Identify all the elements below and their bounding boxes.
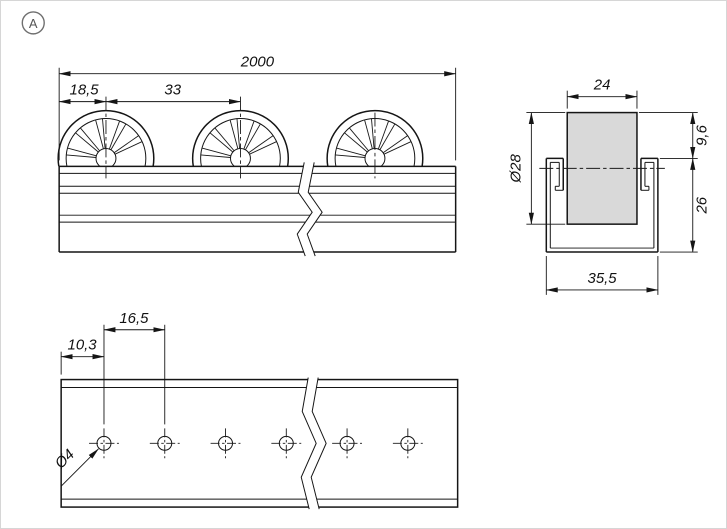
side-view: 2000 18,5 33: [57, 54, 457, 257]
dim-hole-edge-distance-label: 10,3: [68, 337, 98, 354]
dim-roller-pitch-label: 33: [164, 82, 181, 99]
dim-hole-diameter: Ø4: [51, 446, 99, 487]
dim-roller-diameter: Ø28: [507, 112, 566, 225]
hole-5: [332, 428, 363, 459]
hole-6: [392, 428, 423, 459]
dim-first-roller-offset: 18,5: [58, 82, 107, 105]
detail-marker: A: [21, 11, 45, 35]
dim-roller-width: 24: [566, 77, 638, 109]
detail-marker-label: A: [29, 16, 38, 31]
dim-hole-pitch: 16,5: [103, 310, 166, 333]
top-view: 16,5 10,3 Ø4: [51, 310, 459, 510]
dim-channel-height: 26: [659, 157, 711, 253]
rail-profile: [58, 165, 457, 253]
dim-total-length: 2000: [58, 54, 457, 77]
dim-roller-diameter-label: Ø28: [507, 154, 524, 184]
cross-section-view: 24 Ø28 9,6 26 35,5: [507, 77, 711, 295]
dim-hole-pitch-label: 16,5: [119, 310, 149, 327]
rail-top-outline: [60, 378, 459, 508]
dim-protrusion: 9,6: [638, 112, 711, 159]
dim-roller-pitch: 33: [105, 82, 241, 105]
break-line-top-view: [300, 377, 327, 510]
dim-channel-width: 35,5: [545, 256, 659, 295]
dim-hole-edge-distance: 10,3: [60, 337, 105, 360]
detail-marker-circle: [21, 11, 45, 35]
channel-profile: [545, 157, 659, 253]
dim-first-roller-offset-label: 18,5: [70, 82, 100, 99]
dim-hole-diameter-label: Ø4: [51, 446, 78, 473]
dim-roller-width-label: 24: [593, 77, 611, 94]
dim-total-length-label: 2000: [240, 54, 275, 71]
mounting-holes: [89, 428, 423, 459]
hole-3: [210, 428, 241, 459]
hole-1: [89, 428, 119, 459]
dim-channel-width-label: 35,5: [588, 270, 618, 287]
dim-channel-height-label: 26: [694, 196, 711, 214]
hole-2: [149, 428, 180, 459]
dim-protrusion-label: 9,6: [694, 124, 711, 145]
hole-4: [271, 428, 302, 459]
break-line-side-view: [296, 162, 323, 257]
